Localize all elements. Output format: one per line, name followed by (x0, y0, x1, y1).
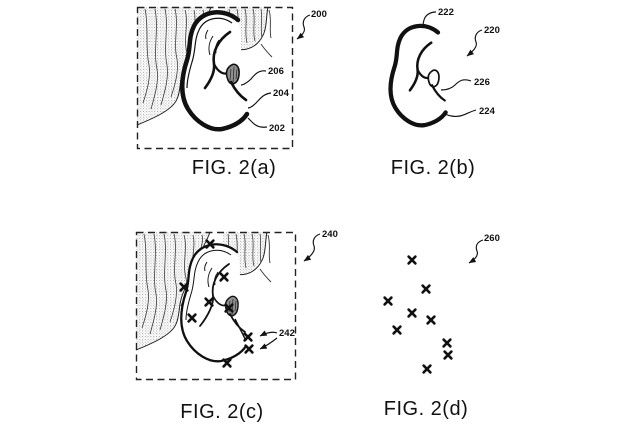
x-cross-icon (443, 350, 453, 360)
leader-line-240 (303, 233, 321, 262)
leader-line-226 (440, 79, 472, 91)
fig2b-caption: FIG. 2(b) (391, 157, 476, 179)
x-cross-icon (244, 344, 254, 354)
leader-line-224 (444, 109, 477, 117)
x-cross-icon (422, 364, 432, 374)
leader-line-242a (259, 330, 278, 337)
feature-x-markers-d (383, 255, 453, 374)
fig2d-caption: FIG. 2(d) (384, 398, 469, 420)
ref-label-202: 202 (269, 123, 285, 134)
ref-label-242: 242 (279, 328, 295, 339)
leader-line-204 (247, 92, 272, 109)
ref-label-220: 220 (484, 25, 500, 36)
ref-label-206: 206 (268, 66, 284, 77)
leader-line-220 (466, 29, 483, 57)
x-cross-icon (421, 284, 431, 294)
leader-line-242b (259, 337, 278, 350)
x-cross-icon (407, 255, 417, 265)
x-cross-icon (383, 296, 393, 306)
ref-label-200: 200 (311, 9, 327, 20)
ear-drawing-b (391, 26, 446, 125)
ref-label-240: 240 (322, 229, 338, 240)
x-cross-icon (426, 315, 436, 325)
leader-line-222 (422, 11, 437, 29)
fig2d: 260 FIG. 2(d) (383, 233, 500, 420)
fig2c-caption: FIG. 2(c) (180, 401, 263, 423)
leader-line-200 (296, 14, 311, 40)
fig2a-caption: FIG. 2(a) (192, 157, 277, 179)
ref-label-204: 204 (273, 88, 290, 99)
x-cross-icon (392, 325, 402, 335)
x-cross-icon (407, 308, 417, 318)
fig2c-frame (135, 231, 297, 381)
fig2b: 222 220 226 224 FIG. 2(b) (391, 7, 500, 179)
x-cross-icon (243, 332, 253, 342)
ref-label-226: 226 (474, 77, 490, 88)
leader-line-202 (247, 117, 268, 128)
ref-label-224: 224 (479, 106, 496, 117)
leader-line-260 (468, 239, 484, 264)
ref-label-222: 222 (438, 7, 454, 18)
ear-drawing-a (182, 12, 247, 129)
fig2a-frame (136, 6, 294, 150)
x-cross-icon (442, 338, 452, 348)
fig2a: 200 206 204 202 FIG. 2(a) (136, 6, 327, 179)
leader-line-206 (240, 70, 267, 86)
fig2c: 240 242 FIG. 2(c) (135, 229, 338, 423)
ear-drawing-c (180, 243, 248, 363)
ref-label-260: 260 (484, 233, 500, 244)
